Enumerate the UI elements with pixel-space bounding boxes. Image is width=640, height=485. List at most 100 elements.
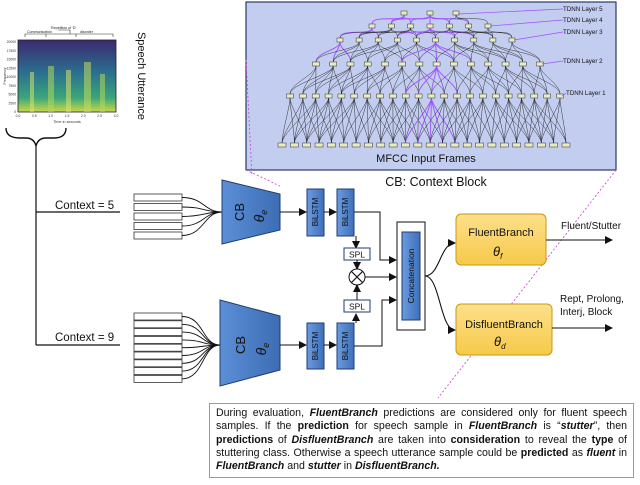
- disfluent-branch-title: DisfluentBranch: [465, 319, 543, 331]
- spl-bottom-label: SPL: [349, 302, 365, 312]
- theta-f: θf: [493, 244, 503, 261]
- note-emphasis: FluentBranch: [309, 407, 378, 419]
- note-text: During evaluation,: [216, 407, 310, 419]
- evaluation-note: During evaluation, FluentBranch predicti…: [209, 403, 634, 478]
- spectrogram-y-tick: 5000: [8, 93, 16, 97]
- spectrogram-y-label: Frequency: [3, 67, 7, 84]
- note-text: are taken into: [373, 433, 451, 446]
- note-text: and: [284, 460, 308, 473]
- mfcc-frame: [133, 343, 183, 352]
- bilstm-bottom-1: BiLSTM: [306, 322, 325, 370]
- tdnn-layer-1-label: TDNN Layer 1: [566, 90, 606, 97]
- speech-utterance-title: Speech Utterance: [135, 32, 147, 120]
- disfluent-output-line-2: Interj, Block: [560, 307, 613, 318]
- mfcc-frame: [133, 374, 183, 383]
- cb-label-top: CB: [232, 203, 247, 221]
- mfcc-input-label: MFCC Input Frames: [376, 153, 476, 165]
- note-emphasis: DisfluentBranch: [291, 433, 374, 446]
- spectrogram-y-tick: 2500: [8, 101, 16, 105]
- cb-block-top: CB θe: [221, 179, 281, 245]
- tdnn-layer-2-label: TDNN Layer 2: [563, 58, 603, 65]
- note-emphasis: consideration: [450, 433, 521, 446]
- mfcc-frame: [133, 203, 183, 211]
- mfcc-frame: [133, 222, 183, 230]
- tdnn-layer-5-label: TDNN Layer 5: [563, 6, 603, 13]
- tdnn-layer-3-label: TDNN Layer 3: [563, 29, 603, 36]
- bilstm-bottom-2: BiLSTM: [336, 322, 355, 370]
- segment-label-0: Communication: [27, 30, 52, 34]
- spectrogram-x-tick: 2.5: [97, 114, 102, 118]
- spectrogram-x-tick: 2.0: [81, 114, 86, 118]
- note-emphasis: type: [591, 433, 614, 446]
- mfcc-frame: [133, 367, 183, 376]
- mfcc-frame: [133, 193, 183, 202]
- segment-label-1: Repetition of 'D': [51, 26, 76, 30]
- zoom-line-bottom: [245, 169, 281, 187]
- disfluent-branch: DisfluentBranch θd: [455, 303, 553, 356]
- mfcc-frame: [133, 335, 183, 344]
- spectrogram-x-tick: 0.0: [16, 114, 21, 118]
- spectrogram-x-tick: 0.5: [32, 114, 37, 118]
- zoom-line-left: [245, 59, 253, 177]
- tdnn-layer-4-label: TDNN Layer 4: [563, 17, 603, 24]
- note-text: predictions are considered only for flue…: [216, 407, 628, 433]
- spectrogram-x-tick: 1.5: [65, 114, 70, 118]
- bilstm-top-2-label: BiLSTM: [341, 197, 350, 226]
- spectrogram-x-tick: 1.0: [48, 114, 53, 118]
- context-5-label: Context = 5: [55, 200, 114, 212]
- spectrogram-y-tick: 10000: [7, 75, 17, 79]
- context-block-panel: TDNN Layer 5 TDNN Layer 4 TDNN Layer 3 T…: [245, 1, 617, 171]
- mfcc-frame: [133, 359, 183, 368]
- note-text: to reveal the: [520, 433, 592, 446]
- concatenation-block: Concatenation: [396, 221, 426, 331]
- multiply-node: [348, 268, 366, 286]
- fluent-output-label: Fluent/Stutter: [561, 221, 622, 232]
- fluent-branch: FluentBranch θf: [455, 213, 547, 266]
- note-emphasis: stutter: [560, 420, 594, 433]
- spectrogram-x-label: Time in seconds: [53, 120, 81, 124]
- theta-d: θd: [494, 334, 506, 351]
- context-9-label: Context = 9: [55, 332, 114, 344]
- spectrogram-x-tick: 3.0: [114, 114, 119, 118]
- mfcc-frame: [133, 212, 183, 221]
- note-emphasis: stutter: [307, 460, 341, 473]
- note-text: in: [340, 460, 355, 473]
- spectrogram-y-tick: 15000: [7, 58, 17, 62]
- spectrogram-y-tick: 0: [14, 110, 16, 114]
- mfcc-frame: [133, 351, 183, 360]
- mfcc-frame: [133, 320, 183, 329]
- note-text: of stuttering class. Otherwise a speech …: [216, 433, 627, 459]
- bilstm-top-2: BiLSTM: [336, 188, 355, 237]
- note-emphasis: prediction: [297, 420, 349, 433]
- cb-label-bottom: CB: [233, 336, 248, 354]
- bilstm-bottom-1-label: BiLSTM: [311, 331, 320, 360]
- note-text: ”, then: [593, 420, 627, 433]
- frame-stack-context-9: [133, 312, 221, 383]
- theta-e-bottom: θe: [253, 343, 271, 356]
- note-text: of: [273, 433, 292, 446]
- note-text: for speech sample in: [348, 420, 469, 433]
- note-emphasis: fluent: [586, 446, 616, 459]
- mfcc-frame: [133, 312, 183, 321]
- bilstm-top-1: BiLSTM: [306, 188, 325, 237]
- context-block-caption: CB: Context Block: [385, 175, 487, 189]
- segment-label-2: disorder: [80, 30, 94, 34]
- fluent-branch-title: FluentBranch: [468, 227, 533, 239]
- concatenation-label: Concatenation: [406, 248, 416, 303]
- note-text: in: [615, 446, 627, 459]
- spl-top-label: SPL: [349, 250, 365, 260]
- mfcc-frame: [133, 231, 183, 240]
- note-text: as: [568, 446, 587, 459]
- mfcc-frame: [133, 328, 183, 337]
- note-emphasis: predictions: [216, 433, 274, 446]
- theta-e-top: θe: [251, 210, 269, 223]
- cb-block-bottom: CB θe: [219, 299, 281, 387]
- note-emphasis: FluentBranch: [468, 420, 538, 433]
- bilstm-bottom-2-label: BiLSTM: [341, 331, 350, 360]
- note-emphasis: DisfluentBranch.: [354, 460, 440, 473]
- spl-bottom: SPL: [343, 299, 371, 313]
- frame-stack-context-5: [133, 193, 223, 240]
- spectrogram-y-tick: 7500: [8, 84, 16, 88]
- spectrogram-y-tick: 20000: [7, 40, 17, 44]
